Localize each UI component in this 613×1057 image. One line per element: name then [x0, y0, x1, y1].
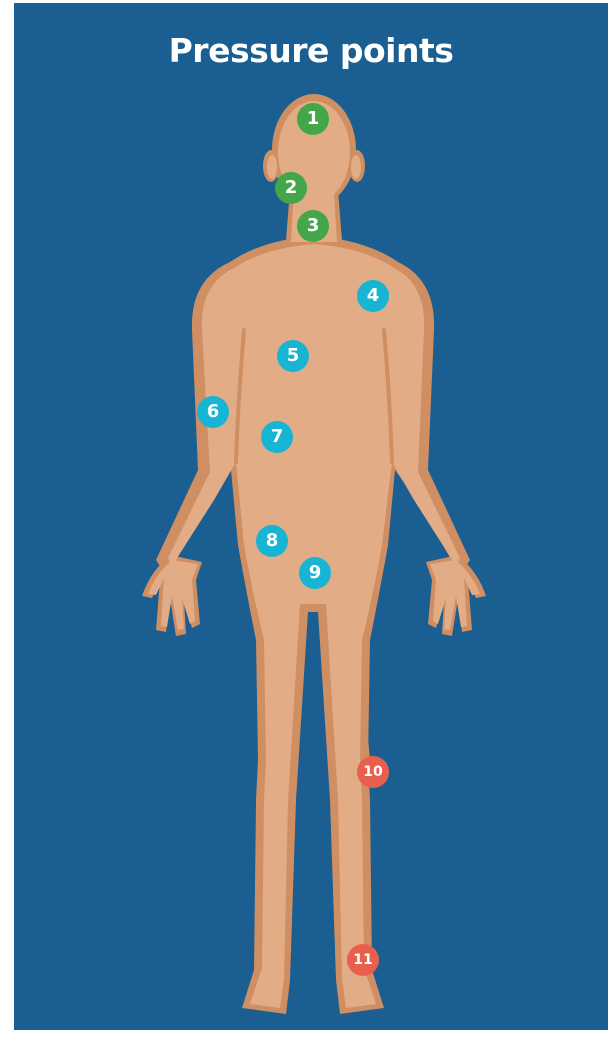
pressure-point-1: 1 — [297, 103, 329, 135]
pressure-point-5: 5 — [277, 340, 309, 372]
pressure-point-4: 4 — [357, 280, 389, 312]
pressure-point-6: 6 — [197, 396, 229, 428]
pressure-point-9: 9 — [299, 557, 331, 589]
pressure-point-10: 10 — [357, 756, 389, 788]
pressure-point-3: 3 — [297, 210, 329, 242]
pressure-point-7: 7 — [261, 421, 293, 453]
pressure-point-11: 11 — [347, 944, 379, 976]
pressure-point-8: 8 — [256, 525, 288, 557]
pressure-point-2: 2 — [275, 172, 307, 204]
